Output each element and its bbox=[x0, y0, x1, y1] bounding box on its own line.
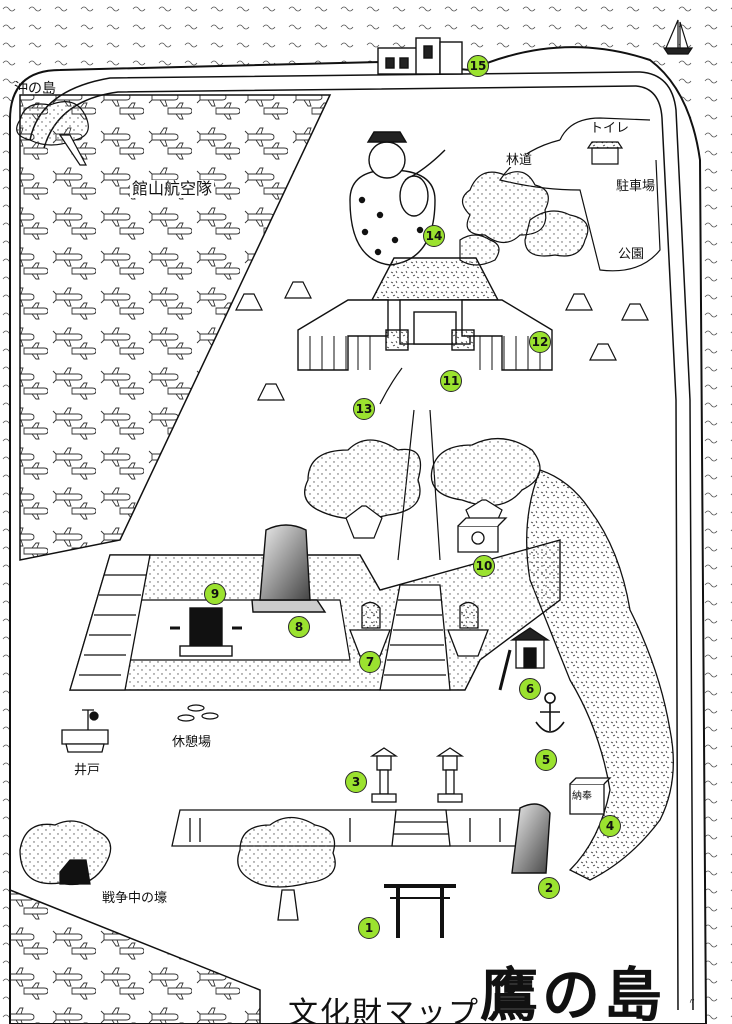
statue-benzaiten bbox=[349, 131, 446, 266]
well bbox=[61, 709, 109, 753]
marker-14[interactable]: 14 bbox=[423, 225, 445, 247]
marker-6[interactable]: 6 bbox=[519, 678, 541, 700]
lower-platform bbox=[171, 809, 521, 847]
marker-13[interactable]: 13 bbox=[353, 398, 375, 420]
marker-9[interactable]: 9 bbox=[204, 583, 226, 605]
label-parking: 駐車場 bbox=[616, 179, 656, 194]
marker-8[interactable]: 8 bbox=[288, 616, 310, 638]
air-corps-field bbox=[19, 94, 332, 561]
sailboat bbox=[662, 19, 694, 55]
offering-box bbox=[457, 517, 508, 553]
marker-2[interactable]: 2 bbox=[538, 877, 560, 899]
label-forest-road: 林道 bbox=[506, 153, 533, 168]
grave-stone bbox=[170, 607, 242, 657]
label-wartime-trench: 戦争中の壕 bbox=[102, 891, 168, 906]
marker-12[interactable]: 12 bbox=[529, 331, 551, 353]
label-offering-box: 納奉 bbox=[572, 791, 592, 802]
west-stairs bbox=[69, 554, 151, 691]
label-air-corps: 館山航空隊 bbox=[130, 179, 215, 198]
map-title-main: 鷹の島 bbox=[480, 961, 667, 1024]
small-shrine bbox=[498, 627, 551, 691]
marker-7[interactable]: 7 bbox=[359, 651, 381, 673]
label-okinoshima: 沖の島 bbox=[14, 81, 56, 97]
monument-stone bbox=[251, 524, 327, 613]
label-rest-area: 休憩場 bbox=[172, 735, 212, 750]
rest-area-seats bbox=[177, 704, 219, 722]
toilet-hut bbox=[586, 141, 624, 165]
label-well: 井戸 bbox=[74, 763, 101, 778]
central-stairs bbox=[379, 584, 451, 691]
marker-5[interactable]: 5 bbox=[535, 749, 557, 771]
komainu-pair bbox=[349, 601, 489, 657]
artist-signature: 〃 bbox=[688, 997, 696, 1006]
top-buildings bbox=[377, 37, 463, 75]
lower-tree bbox=[237, 816, 336, 921]
main-shrine bbox=[297, 257, 553, 371]
marker-10[interactable]: 10 bbox=[473, 555, 495, 577]
anchor bbox=[535, 692, 565, 733]
rocky-shore bbox=[526, 469, 674, 881]
sacred-trees bbox=[304, 437, 541, 520]
air-corps-field-south bbox=[9, 888, 261, 1024]
map-title: 文化財マップ鷹の島 bbox=[288, 948, 666, 1024]
torii-gate bbox=[384, 884, 456, 938]
marker-11[interactable]: 11 bbox=[440, 370, 462, 392]
okinoshima-tree bbox=[16, 101, 89, 166]
trench-tree bbox=[19, 820, 112, 886]
map-title-sub: 文化財マップ bbox=[288, 996, 480, 1024]
donation-chest bbox=[569, 777, 612, 815]
stone-lanterns bbox=[369, 747, 465, 803]
engraved-stone bbox=[511, 803, 551, 874]
marker-15[interactable]: 15 bbox=[467, 55, 489, 77]
marker-4[interactable]: 4 bbox=[599, 815, 621, 837]
marker-1[interactable]: 1 bbox=[358, 917, 380, 939]
label-park: 公園 bbox=[618, 247, 645, 262]
label-toilet: トイレ bbox=[590, 121, 630, 136]
marker-3[interactable]: 3 bbox=[345, 771, 367, 793]
